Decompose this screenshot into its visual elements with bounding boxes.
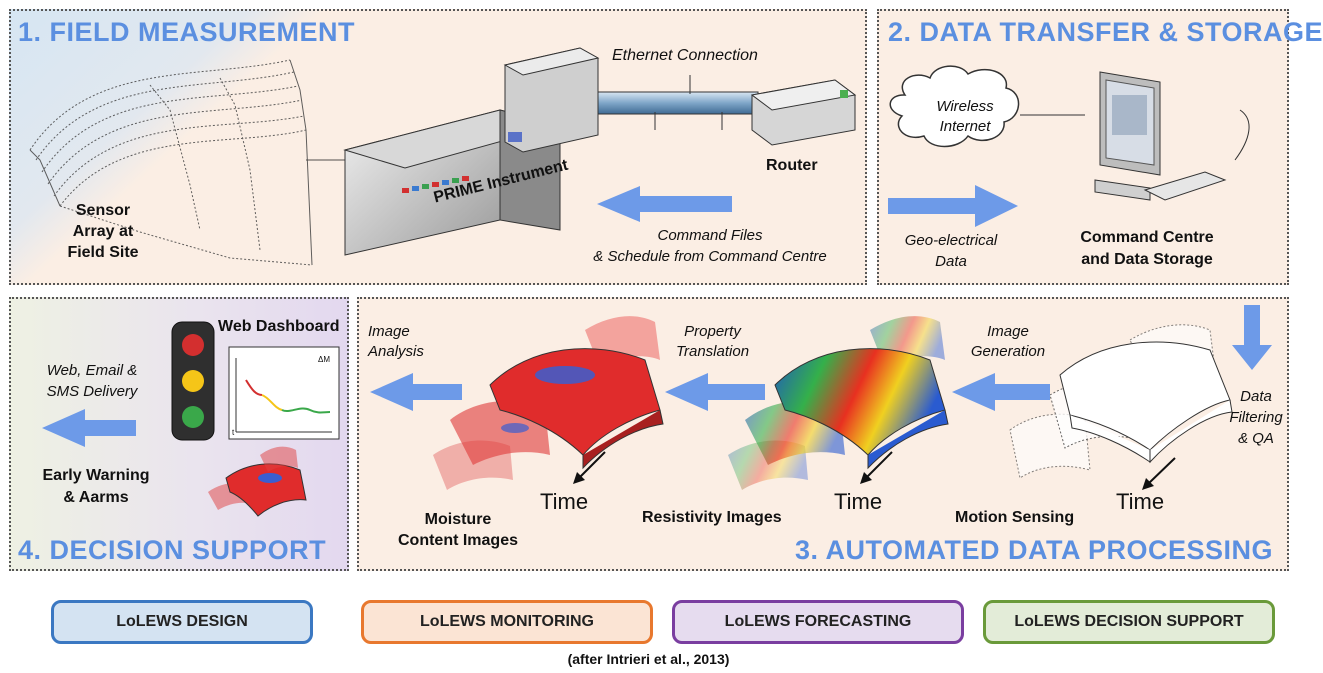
- data-filtering-label: Data Filtering & QA: [1229, 388, 1283, 447]
- legend-forecasting: LoLEWS FORECASTING: [672, 600, 964, 644]
- filtering-arrow: [1232, 305, 1272, 370]
- wireless-internet-label: Wireless Internet: [936, 98, 994, 135]
- field-measurement-panel: [9, 9, 867, 285]
- prime-instrument-graphic: [343, 47, 600, 256]
- legend-decision-support: LoLEWS DECISION SUPPORT: [983, 600, 1275, 644]
- wireless-cloud-graphic: [889, 65, 1020, 148]
- automated-processing-title: 3. AUTOMATED DATA PROCESSING: [795, 535, 1274, 565]
- motion-sensing-graphic: [1009, 324, 1233, 479]
- property-translation-arrow: [665, 373, 765, 411]
- router-label: Router: [766, 157, 818, 174]
- delivery-label: Web, Email & SMS Delivery: [46, 362, 138, 400]
- legend-decision-support-label: LoLEWS DECISION SUPPORT: [1014, 613, 1244, 630]
- chart-axis-bottom-label: t: [232, 428, 235, 437]
- geo-electrical-data-label: Geo-electrical Data: [904, 232, 998, 270]
- legend-monitoring: LoLEWS MONITORING: [361, 600, 653, 644]
- command-centre-label: Command Centre and Data Storage: [1080, 229, 1214, 268]
- decision-images-graphic: [208, 446, 307, 517]
- property-translation-label: Property Translation: [675, 323, 750, 360]
- legend-monitoring-label: LoLEWS MONITORING: [420, 613, 594, 630]
- moisture-images-graphic: [433, 316, 664, 490]
- command-files-label: Command Files & Schedule from Command Ce…: [593, 227, 827, 265]
- data-transfer-panel: [877, 9, 1289, 285]
- traffic-light-icon: [171, 321, 215, 441]
- legend-forecasting-label: LoLEWS FORECASTING: [724, 613, 912, 630]
- sensor-array-graphic: [29, 59, 361, 266]
- web-dashboard-label: Web Dashboard: [218, 318, 340, 335]
- image-generation-arrow: [952, 373, 1050, 411]
- legend-design: LoLEWS DESIGN: [51, 600, 313, 644]
- citation: (after Intrieri et al., 2013): [567, 651, 730, 667]
- early-warning-label: Early Warning & Aarms: [42, 467, 150, 506]
- instrument-leds: [402, 176, 469, 193]
- decision-support-panel: [9, 297, 349, 571]
- geo-data-arrow: [888, 185, 1018, 227]
- ethernet-connection-label: Ethernet Connection: [612, 47, 758, 64]
- dashboard-chart: [228, 346, 340, 440]
- time-label-resistivity: Time: [834, 489, 883, 514]
- decision-support-title: 4. DECISION SUPPORT: [18, 535, 327, 565]
- time-label-motion: Time: [1116, 489, 1165, 514]
- image-analysis-label: Image Analysis: [368, 323, 424, 360]
- command-arrow: [597, 186, 732, 222]
- motion-sensing-label: Motion Sensing: [955, 509, 1075, 526]
- router-graphic: [750, 79, 857, 146]
- field-measurement-title: 1. FIELD MEASUREMENT: [18, 17, 356, 47]
- data-transfer-title: 2. DATA TRANSFER & STORAGE: [888, 17, 1323, 47]
- legend-design-label: LoLEWS DESIGN: [116, 613, 248, 630]
- moisture-content-label: Moisture Content Images: [397, 511, 518, 549]
- time-label-moisture: Time: [540, 489, 589, 514]
- automated-processing-panel: [357, 297, 1289, 571]
- ethernet-cable-graphic: [597, 75, 759, 130]
- sensor-array-label: Sensor Array at Field Site: [67, 202, 139, 261]
- resistivity-images-label: Resistivity Images: [642, 509, 782, 526]
- image-generation-label: Image Generation: [970, 323, 1046, 360]
- resistivity-images-graphic: [728, 316, 949, 490]
- computer-graphic: [1094, 71, 1250, 201]
- chart-axis-top-label: ΔM: [318, 355, 331, 364]
- delivery-arrow: [42, 409, 136, 447]
- image-analysis-arrow: [370, 373, 462, 411]
